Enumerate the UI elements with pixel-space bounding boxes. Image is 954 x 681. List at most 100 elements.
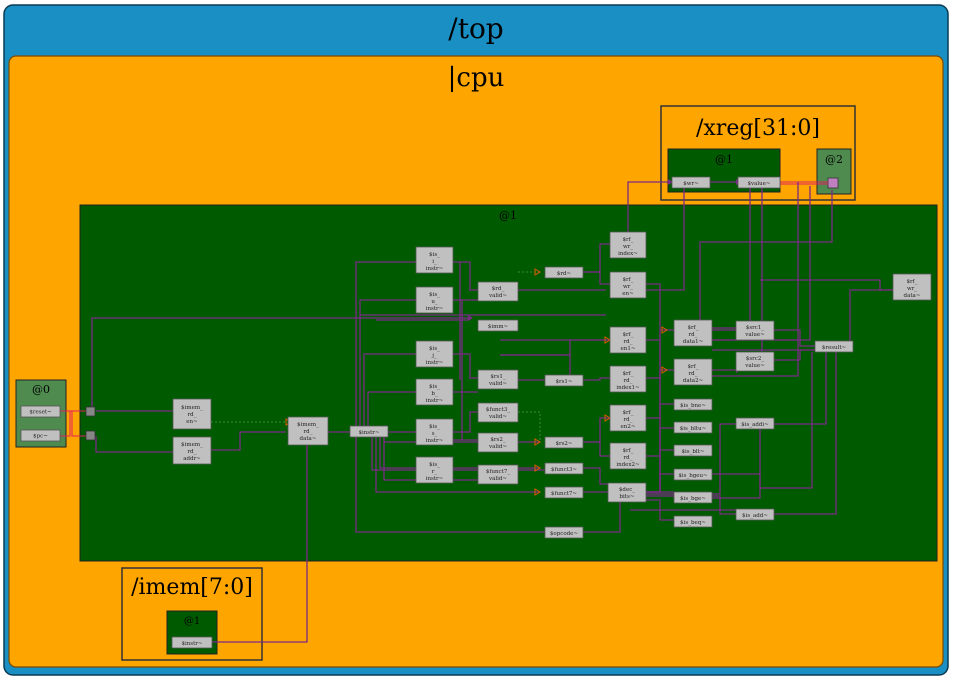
svg-text:$is_bne~: $is_bne~ [680,403,706,409]
imem-scope[interactable] [121,567,263,661]
xreg-scope[interactable] [660,105,856,201]
imem-scope-title: /imem[7:0] [131,575,253,600]
node-is-r-instr[interactable]: $is_r_instr~ [415,456,454,484]
svg-text:i_: i_ [432,259,437,265]
node-rs2[interactable]: $rs2~ [544,436,584,449]
node-rs1-valid[interactable]: $rs1_valid~ [477,369,519,390]
node-is-bgeu[interactable]: $is_bgeu~ [673,468,713,481]
svg-text:valid~: valid~ [488,476,507,482]
svg-text:$rf_: $rf_ [623,237,634,243]
svg-text:$rf_: $rf_ [907,279,918,285]
node-rd-valid[interactable]: $rd_valid~ [477,281,519,302]
svg-text:instr~: instr~ [426,266,444,272]
svg-text:index2~: index2~ [616,462,640,468]
svg-text:rd_: rd_ [624,339,633,345]
node-is-j-instr[interactable]: $is_j_instr~ [415,340,454,368]
node-is-b-instr[interactable]: $is_b_instr~ [415,378,454,406]
svg-text:$imem_: $imem_ [181,442,203,448]
svg-text:instr~: instr~ [426,306,444,312]
svg-text:$opcode~: $opcode~ [550,531,578,537]
pc-port [85,430,96,441]
svg-text:$value~: $value~ [747,181,770,187]
node-is-i-instr[interactable]: $is_i_instr~ [415,246,454,274]
svg-text:$src1_: $src1_ [746,325,765,331]
svg-text:wr_: wr_ [623,244,633,250]
svg-text:$is_: $is_ [429,384,440,390]
node-rf-rd-en2[interactable]: $rf_rd_en2~ [609,404,647,432]
svg-text:$funct3_: $funct3_ [486,407,510,413]
svg-text:rd_: rd_ [624,378,633,384]
node-rs2-valid[interactable]: $rs2_valid~ [477,432,519,453]
node-wr[interactable]: $wr~ [671,176,711,189]
svg-text:$imm~: $imm~ [488,324,509,330]
svg-text:$wr~: $wr~ [683,181,699,187]
node-imem-rd-data[interactable]: $imem_rd_data~ [287,416,329,446]
svg-text:$is_beq~: $is_beq~ [680,520,706,526]
node-rd[interactable]: $rd~ [544,266,584,279]
svg-text:rd_: rd_ [624,455,633,461]
node-rf-wr-index[interactable]: $rf_wr_index~ [609,231,647,259]
node-imm[interactable]: $imm~ [477,319,519,332]
node-funct3[interactable]: $funct3~ [544,462,584,475]
node-rf-rd-index1[interactable]: $rf_rd_index1~ [609,365,647,393]
node-is-s-instr[interactable]: $is_s_instr~ [415,418,454,446]
svg-text:$is_: $is_ [429,424,440,430]
svg-text:en~: en~ [186,419,198,425]
svg-text:$rs2_: $rs2_ [490,437,505,443]
node-rf-wr-data[interactable]: $rf_wr_data~ [892,273,932,301]
node-rf-rd-data2[interactable]: $rf_rd_data2~ [673,358,713,386]
xreg-scope-title: /xreg[31:0] [696,116,820,141]
node-is-u-instr[interactable]: $is_u_instr~ [415,286,454,314]
node-rf-wr-en[interactable]: $rf_wr_en~ [609,271,647,299]
node-reset[interactable]: $reset~ [20,405,61,418]
node-result[interactable]: $result~ [814,340,854,353]
node-funct7[interactable]: $funct7~ [544,486,584,499]
node-rf-rd-data1[interactable]: $rf_rd_data1~ [673,319,713,347]
svg-text:$result~: $result~ [822,345,847,351]
node-instr[interactable]: $instr~ [349,425,389,438]
node-funct3-valid[interactable]: $funct3_valid~ [477,402,519,423]
svg-text:valid~: valid~ [488,381,507,387]
svg-text:$is_blt~: $is_blt~ [682,449,705,455]
svg-text:$reset~: $reset~ [29,410,52,416]
reset-port [85,406,96,417]
node-opcode[interactable]: $opcode~ [544,526,584,539]
node-is-add[interactable]: $is_add~ [735,508,775,521]
svg-text:instr~: instr~ [426,360,444,366]
svg-text:valid~: valid~ [488,293,507,299]
top-scope-title: /top [448,12,503,45]
svg-text:$instr~: $instr~ [358,430,379,436]
node-rf-rd-en1[interactable]: $rf_rd_en1~ [609,326,647,354]
svg-text:$rd~: $rd~ [557,271,572,277]
node-funct7-valid[interactable]: $funct7_valid~ [477,464,519,485]
svg-text:$rs1~: $rs1~ [555,379,572,385]
svg-text:$is_bgeu~: $is_bgeu~ [678,473,708,479]
node-pc[interactable]: $pc~ [20,429,61,442]
node-rf-rd-index2[interactable]: $rf_rd_index2~ [609,442,647,470]
svg-text:$pc~: $pc~ [33,434,48,440]
node-is-bne[interactable]: $is_bne~ [673,398,713,411]
node-is-beq[interactable]: $is_beq~ [673,515,713,528]
svg-text:$rf_: $rf_ [623,332,634,338]
node-is-blt[interactable]: $is_blt~ [673,444,713,457]
node-rs1[interactable]: $rs1~ [544,374,584,387]
node-src1-value[interactable]: $src1_value~ [735,320,775,341]
imem-stage1-label: @1 [184,616,200,627]
svg-text:$rf_: $rf_ [623,371,634,377]
node-dec-bits[interactable]: $dec_bits~ [607,482,647,503]
node-is-bge[interactable]: $is_bge~ [673,491,713,504]
svg-text:$rs2~: $rs2~ [555,441,572,447]
node-src2-value[interactable]: $src2_value~ [735,351,775,372]
svg-text:wr_: wr_ [907,286,917,292]
svg-text:valid~: valid~ [488,414,507,420]
svg-text:rd_: rd_ [624,417,633,423]
svg-text:index1~: index1~ [616,385,640,391]
svg-text:$rd_: $rd_ [492,286,505,292]
node-is-bltu[interactable]: $is_bltu~ [673,421,713,434]
node-is-addi[interactable]: $is_addi~ [735,417,775,430]
node-imem-rd-en[interactable]: $imem_rd_en~ [172,398,212,430]
node-imem-instr[interactable]: $instr~ [171,636,213,649]
node-imem-rd-addr[interactable]: $imem_rd_addr~ [172,436,212,465]
svg-text:instr~: instr~ [426,476,444,482]
node-value[interactable]: $value~ [737,176,781,189]
